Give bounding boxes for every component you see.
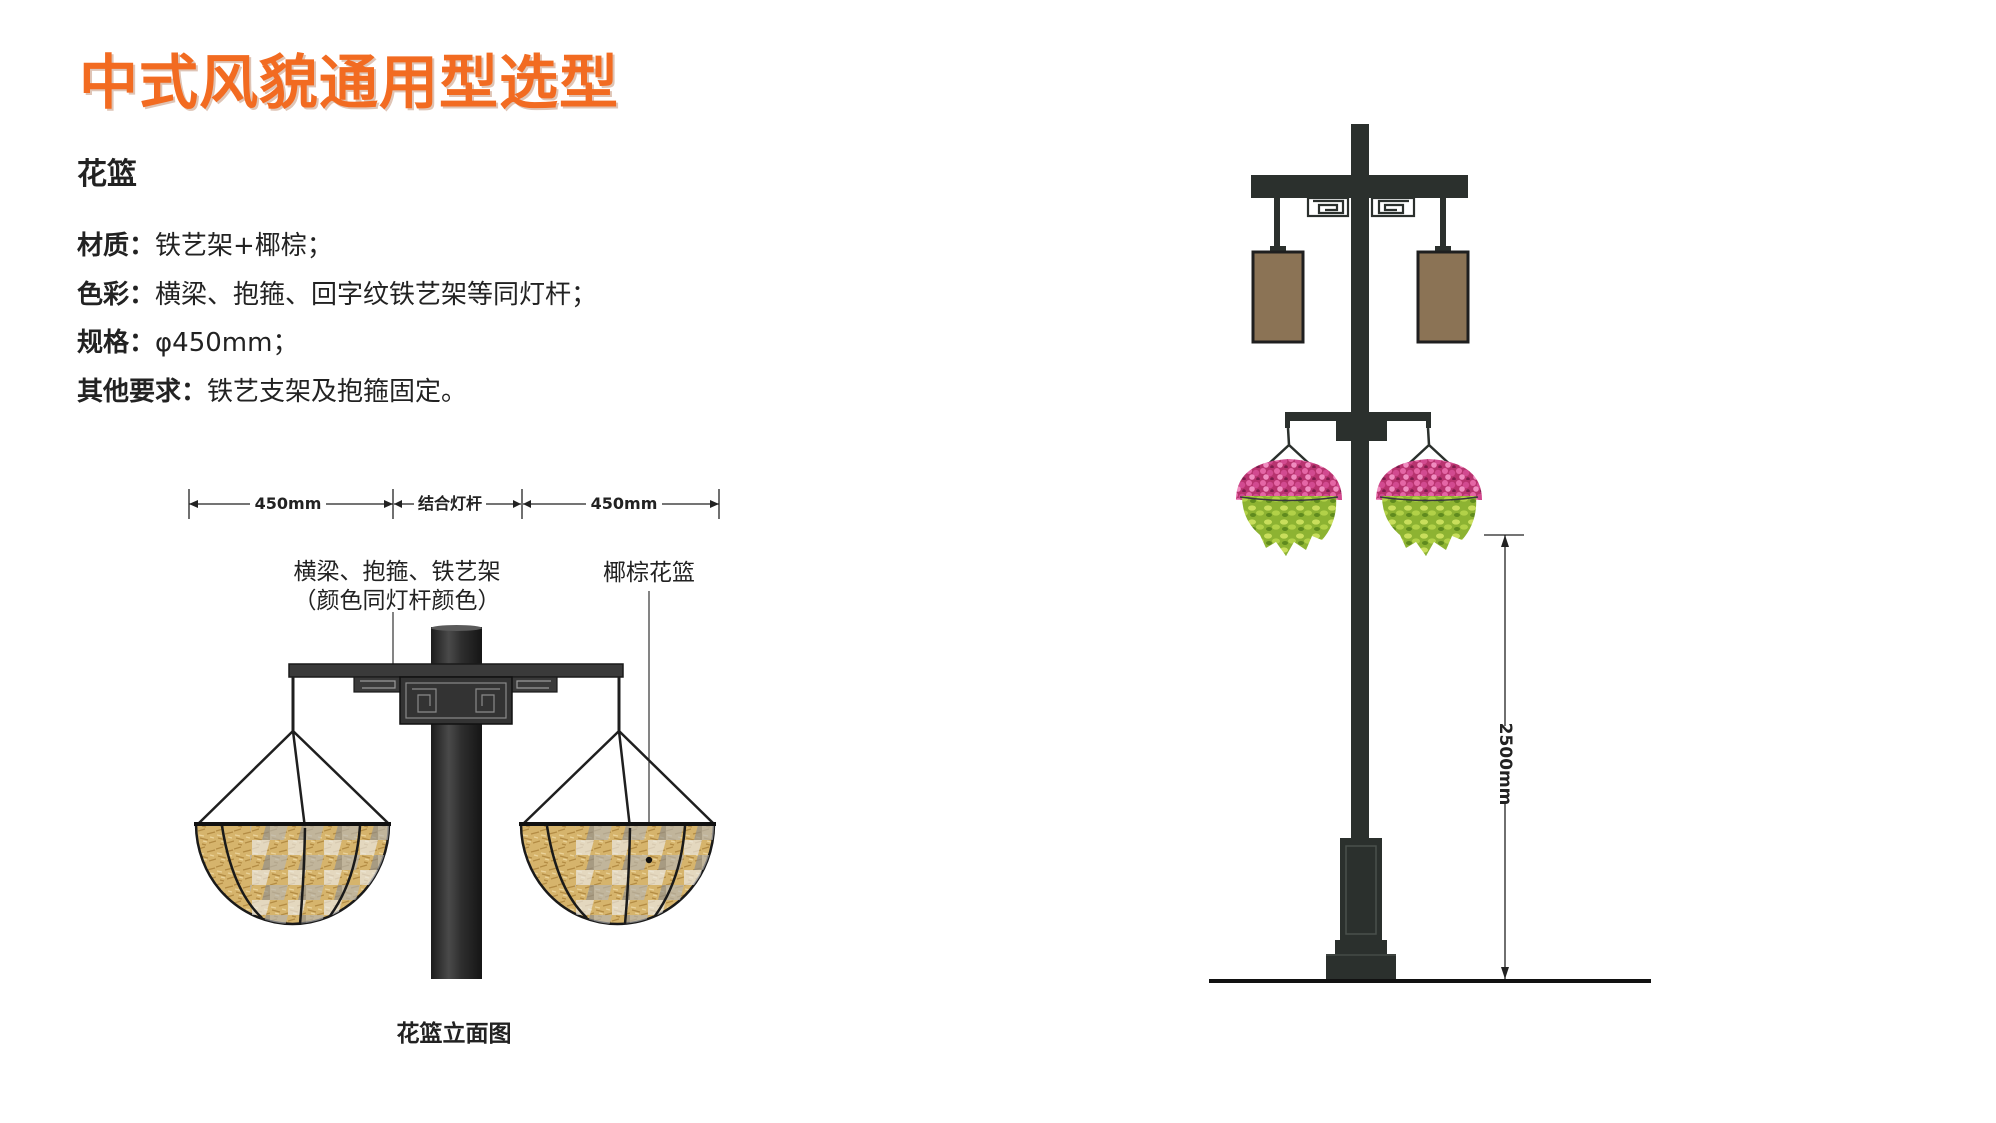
basket-arm	[1285, 412, 1431, 421]
pole-clamp	[399, 676, 513, 725]
pole-top-cap	[431, 625, 482, 631]
left-hanging-basket	[194, 677, 391, 926]
pole-base-block	[1340, 838, 1382, 940]
fret-frame	[1306, 196, 1350, 218]
right-lantern	[1416, 198, 1470, 344]
ground-line	[1209, 979, 1651, 983]
spec-other: 其他要求：铁艺支架及抱箍固定。	[77, 368, 597, 417]
dimension-arrow	[523, 500, 531, 508]
drawing-caption: 花篮立面图	[396, 1021, 512, 1047]
spec-size: 规格：φ450mm；	[77, 319, 597, 368]
basket-rim	[1239, 496, 1339, 502]
fretwork-ornament-right	[1370, 196, 1416, 218]
spec-value: φ450mm；	[155, 328, 299, 359]
leader-lines	[390, 591, 650, 860]
height-dimension-line	[1484, 534, 1524, 979]
lantern-box	[1416, 250, 1470, 344]
bracket-annotation-note: （颜色同灯杆颜色）	[293, 588, 501, 614]
lantern-cap	[1270, 246, 1286, 254]
arm-end-drop	[1285, 412, 1290, 428]
base-panel	[1345, 845, 1377, 935]
pole-elevation-drawing	[1209, 124, 1651, 983]
clamp-frame	[405, 682, 507, 719]
basket-arm-clamp	[1336, 421, 1387, 441]
spec-label: 其他要求：	[77, 377, 208, 408]
basket-chains	[197, 730, 390, 829]
clamp-fret-right	[475, 688, 500, 713]
dimension-label-right: 450mm	[590, 494, 658, 513]
dimension-arrow	[1501, 967, 1509, 979]
basket-foil-liner	[250, 824, 389, 924]
dimension-arrow	[384, 500, 393, 508]
dimension-label-middle: 结合灯杆	[417, 494, 483, 513]
basket-annotation: 椰棕花篮	[603, 560, 695, 586]
base-plinth-upper	[1335, 940, 1387, 954]
spec-value: 铁艺支架及抱箍固定。	[207, 377, 468, 408]
pole-shaft	[1351, 124, 1369, 838]
fret-spiral	[1377, 199, 1409, 215]
section-heading: 花篮	[77, 157, 137, 192]
lantern-box	[1251, 250, 1305, 344]
spec-value: 铁艺架+椰棕；	[155, 231, 333, 261]
spec-material: 材质：铁艺架+椰棕；	[77, 222, 597, 271]
page-title: 中式风貌通用型选型	[79, 48, 620, 117]
green-foliage	[1242, 496, 1337, 556]
basket-ribs	[220, 825, 362, 925]
spec-label: 材质：	[77, 231, 156, 261]
dimension-arrow	[1501, 535, 1509, 547]
fretwork-ornament-left	[1306, 196, 1350, 218]
green-foliage	[1382, 496, 1477, 556]
top-cross-arm	[1251, 175, 1468, 198]
bracket-annotation: 横梁、抱箍、铁艺架	[293, 559, 501, 585]
fret-spiral	[1313, 199, 1345, 215]
clamp-fret-left	[412, 688, 437, 713]
spec-label: 色彩：	[77, 279, 156, 310]
fretwork-pattern-right	[516, 680, 551, 689]
fretwork-pattern-left	[360, 680, 396, 689]
basket-foil-liner	[575, 824, 714, 924]
basket-ribs	[545, 825, 687, 925]
fret-frame	[1370, 196, 1416, 218]
basket-leader-dot	[645, 856, 653, 864]
cross-beam	[288, 663, 624, 678]
left-flower-basket	[1236, 427, 1342, 556]
spec-color: 色彩：横梁、抱箍、回字纹铁艺架等同灯杆；	[77, 271, 597, 320]
pink-flowers	[1376, 459, 1482, 500]
dimension-arrow	[513, 500, 521, 508]
pink-flowers	[1236, 459, 1342, 500]
base-plinth-lower	[1326, 954, 1396, 979]
width-dimension-line	[188, 489, 720, 519]
lantern-hanger	[1274, 198, 1280, 252]
height-dimension-label: 2500mm	[1495, 722, 1515, 806]
lantern-cap	[1435, 246, 1451, 254]
dimension-label-left: 450mm	[254, 494, 322, 513]
spec-list: 材质：铁艺架+椰棕； 色彩：横梁、抱箍、回字纹铁艺架等同灯杆； 规格：φ450m…	[77, 222, 597, 417]
spec-value: 横梁、抱箍、回字纹铁艺架等同灯杆；	[155, 279, 598, 310]
left-lantern	[1251, 198, 1305, 344]
dimension-arrow	[710, 500, 719, 508]
right-hanging-basket	[519, 677, 716, 926]
spec-label: 规格：	[77, 328, 156, 359]
dimension-arrow	[394, 500, 402, 508]
basket-chains	[522, 730, 715, 829]
dimension-arrow	[189, 500, 198, 508]
basket-elevation-drawing	[188, 489, 720, 979]
basket-rim	[1379, 496, 1479, 502]
right-flower-basket	[1376, 427, 1482, 556]
arm-end-drop	[1426, 412, 1431, 428]
lantern-hanger	[1440, 198, 1446, 252]
